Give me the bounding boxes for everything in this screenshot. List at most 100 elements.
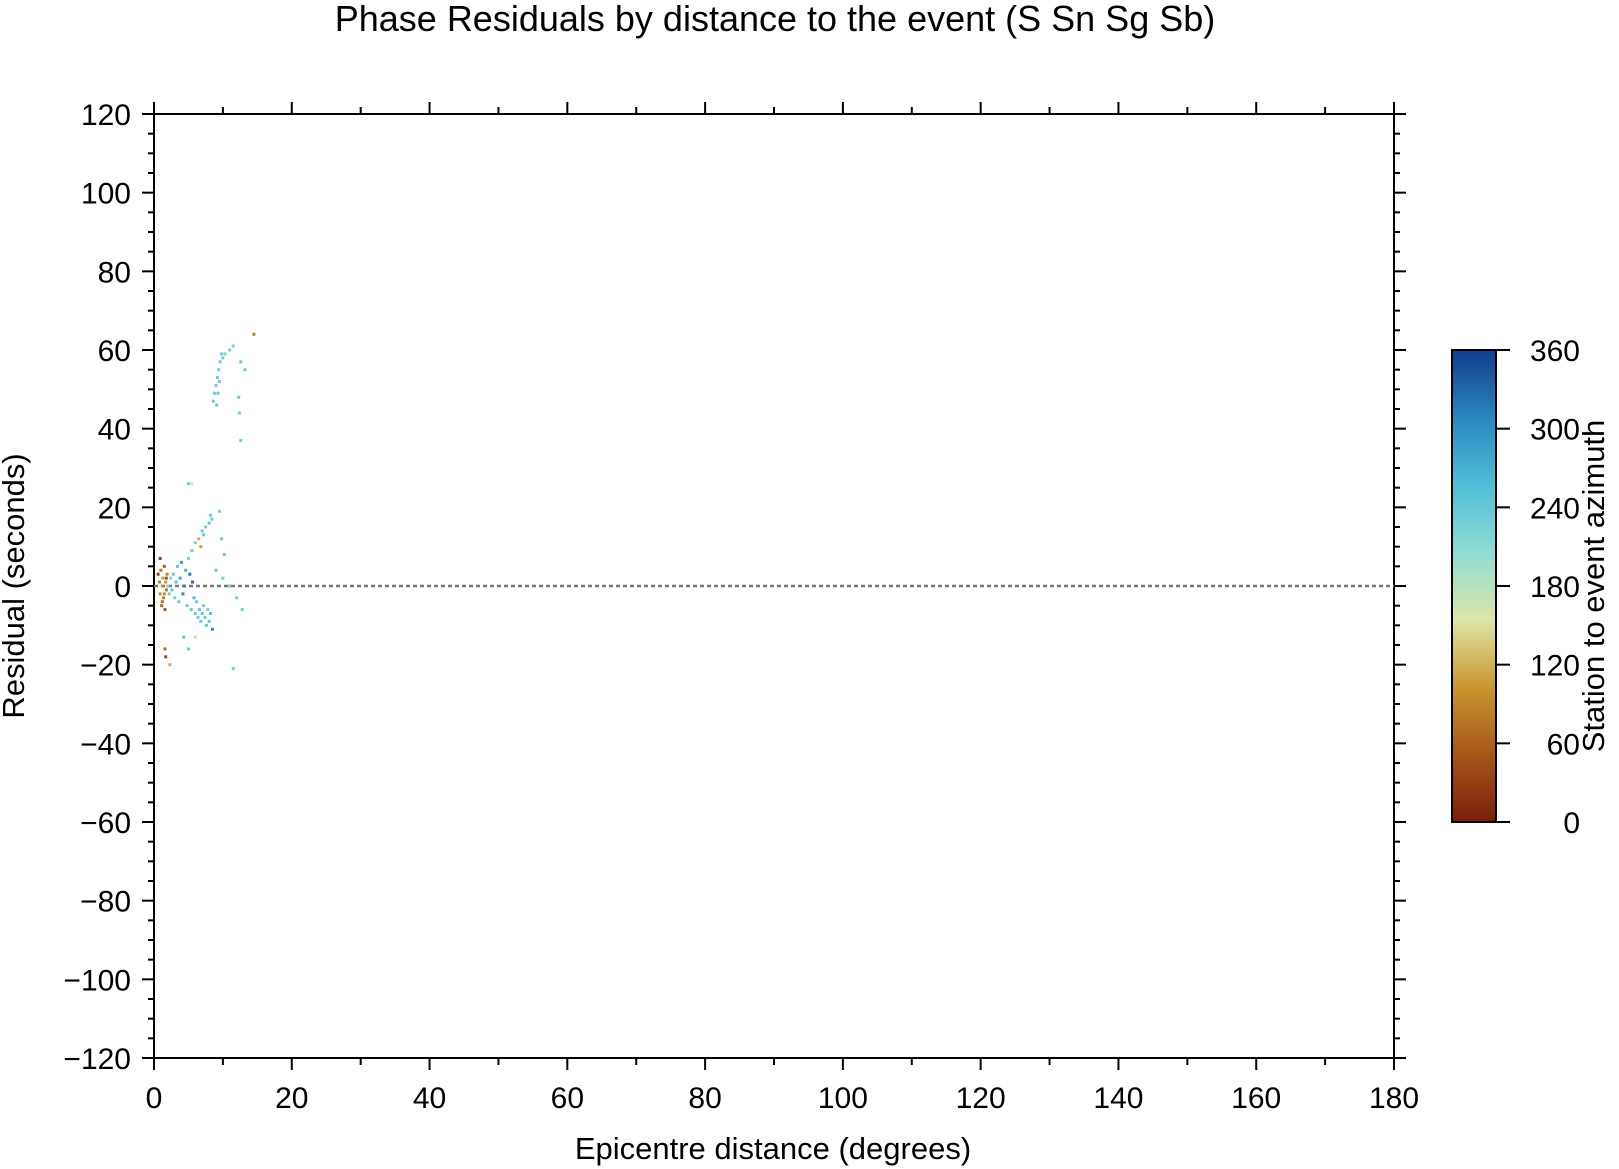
data-point <box>231 344 235 348</box>
data-point <box>160 604 164 608</box>
data-point <box>168 663 172 667</box>
y-tick-label: −80 <box>80 886 131 919</box>
data-points <box>156 332 256 671</box>
data-point <box>211 627 215 631</box>
data-point <box>178 576 182 580</box>
data-point <box>228 584 232 588</box>
data-point <box>186 647 190 651</box>
data-point <box>160 600 164 604</box>
x-tick-label: 80 <box>688 1082 721 1115</box>
data-point <box>217 368 221 372</box>
x-tick-label: 0 <box>146 1082 163 1115</box>
data-point <box>193 612 197 616</box>
data-point <box>214 568 218 572</box>
y-axis-label: Residual (seconds) <box>0 453 31 718</box>
data-point <box>199 619 203 623</box>
data-point <box>239 438 243 442</box>
data-point <box>163 647 167 651</box>
data-point <box>170 588 174 592</box>
data-point <box>191 580 195 584</box>
colorbar-label: Station to event azimuth <box>1576 420 1611 753</box>
data-point <box>210 517 214 521</box>
data-point <box>228 348 232 352</box>
data-point <box>181 592 185 596</box>
data-point <box>189 608 193 612</box>
data-point <box>162 592 166 596</box>
y-tick-label: 100 <box>81 178 131 211</box>
data-point <box>177 600 181 604</box>
colorbar-tick-label: 180 <box>1530 571 1580 604</box>
data-point <box>182 584 186 588</box>
data-point <box>180 560 184 564</box>
data-point <box>174 580 178 584</box>
x-tick-label: 100 <box>818 1082 868 1115</box>
data-point <box>163 608 167 612</box>
data-point <box>193 541 197 545</box>
data-point <box>220 537 224 541</box>
y-tick-label: 80 <box>98 256 131 289</box>
data-point <box>237 411 241 415</box>
data-point <box>231 667 235 671</box>
data-point <box>204 623 208 627</box>
y-tick-label: 20 <box>98 492 131 525</box>
data-point <box>158 580 162 584</box>
data-point <box>218 360 222 364</box>
data-point <box>185 604 189 608</box>
data-point <box>200 612 204 616</box>
x-tick-label: 120 <box>956 1082 1006 1115</box>
data-point <box>188 572 192 576</box>
data-point <box>223 352 227 356</box>
data-point <box>213 391 217 395</box>
data-point <box>202 533 206 537</box>
data-point <box>158 556 162 560</box>
data-point <box>221 356 225 360</box>
data-point <box>202 604 206 608</box>
data-point <box>182 635 186 639</box>
data-point <box>216 391 220 395</box>
data-point <box>166 584 170 588</box>
data-point <box>190 549 194 553</box>
y-tick-label: −100 <box>63 964 131 997</box>
data-point <box>164 576 168 580</box>
data-point <box>162 564 166 568</box>
data-point <box>217 509 221 513</box>
data-point <box>252 332 256 336</box>
x-tick-label: 180 <box>1369 1082 1419 1115</box>
chart-title: Phase Residuals by distance to the event… <box>335 0 1216 39</box>
data-point <box>195 600 199 604</box>
data-point <box>200 529 204 533</box>
x-axis-label: Epicentre distance (degrees) <box>575 1131 971 1166</box>
data-point <box>197 608 201 612</box>
data-point <box>207 619 211 623</box>
data-point <box>207 521 211 525</box>
data-point <box>164 588 168 592</box>
x-tick-label: 40 <box>413 1082 446 1115</box>
data-point <box>192 596 196 600</box>
data-point <box>215 403 219 407</box>
colorbar-tick-label: 360 <box>1530 335 1580 368</box>
data-point <box>171 572 175 576</box>
y-tick-label: 60 <box>98 335 131 368</box>
y-tick-label: 120 <box>81 99 131 132</box>
colorbar-tick-label: 240 <box>1530 492 1580 525</box>
data-point <box>165 572 169 576</box>
data-point <box>204 525 208 529</box>
data-point <box>167 592 171 596</box>
data-point <box>222 553 226 557</box>
data-point <box>217 379 221 383</box>
data-point <box>199 545 203 549</box>
data-point <box>162 596 166 600</box>
data-point <box>164 655 168 659</box>
colorbar-tick-label: 300 <box>1530 414 1580 447</box>
y-tick-label: −20 <box>80 650 131 683</box>
y-tick-label: −60 <box>80 807 131 840</box>
x-tick-label: 140 <box>1093 1082 1143 1115</box>
data-point <box>221 576 225 580</box>
data-point <box>237 395 241 399</box>
data-point <box>208 612 212 616</box>
data-point <box>186 556 190 560</box>
data-point <box>235 596 239 600</box>
x-tick-label: 20 <box>275 1082 308 1115</box>
